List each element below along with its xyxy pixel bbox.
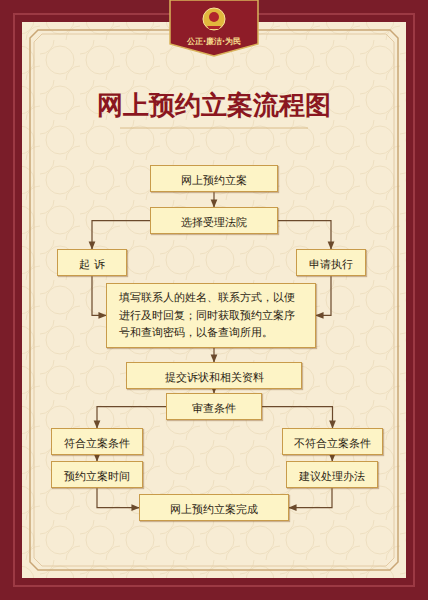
process-box: 网上预约立案完成 bbox=[139, 494, 289, 521]
ornament-pattern bbox=[22, 22, 406, 578]
emblem-base bbox=[207, 26, 221, 29]
box-text: 填写联系人的姓名、联系方式，以便进行及时回复；同时获取预约立案序号和查询密码，以… bbox=[119, 289, 303, 342]
flow-arrow bbox=[213, 348, 214, 362]
flow-arrow bbox=[278, 221, 331, 249]
box-text: 预约立案时间 bbox=[64, 470, 130, 484]
box-text: 审查条件 bbox=[192, 402, 236, 416]
box-text: 网上预约立案 bbox=[181, 174, 247, 188]
process-box: 网上预约立案 bbox=[150, 165, 278, 192]
box-text: 不符合立案条件 bbox=[294, 437, 371, 451]
inner-frame bbox=[30, 30, 398, 570]
process-box: 预约立案时间 bbox=[51, 461, 143, 488]
process-box: 起 诉 bbox=[57, 249, 127, 276]
process-box: 符合立案条件 bbox=[51, 428, 143, 455]
flow-arrow bbox=[97, 407, 166, 428]
box-text: 起 诉 bbox=[79, 258, 105, 272]
process-box: 申请执行 bbox=[296, 249, 366, 276]
title-rule bbox=[120, 128, 308, 129]
flow-arrow bbox=[262, 407, 333, 428]
process-box: 提交诉状和相关资料 bbox=[126, 362, 302, 389]
process-box: 审查条件 bbox=[166, 393, 262, 420]
box-text: 提交诉状和相关资料 bbox=[165, 371, 264, 385]
badge-motto: 公正·廉洁·为民 bbox=[0, 36, 428, 47]
title: 网上预约立案流程图 bbox=[0, 88, 428, 123]
inner-frame-thin bbox=[34, 34, 394, 566]
flow-arrow bbox=[92, 221, 150, 249]
box-text: 建议处理办法 bbox=[299, 470, 365, 484]
cream-panel bbox=[22, 22, 406, 578]
box-text: 网上预约立案完成 bbox=[170, 503, 258, 517]
badge bbox=[170, 0, 258, 56]
emblem-center bbox=[209, 12, 219, 22]
flow-arrow bbox=[289, 488, 332, 507]
box-text: 申请执行 bbox=[309, 258, 353, 272]
process-box: 填写联系人的姓名、联系方式，以便进行及时回复；同时获取预约立案序号和查询密码，以… bbox=[106, 283, 316, 348]
process-box: 选择受理法院 bbox=[150, 207, 278, 234]
process-box: 建议处理办法 bbox=[286, 461, 378, 488]
box-text: 选择受理法院 bbox=[181, 216, 247, 230]
flow-arrow bbox=[316, 276, 331, 315]
title-text: 网上预约立案流程图 bbox=[97, 90, 331, 120]
emblem bbox=[203, 8, 225, 30]
flow-arrow bbox=[213, 192, 214, 207]
box-text: 符合立案条件 bbox=[64, 437, 130, 451]
flow-arrow bbox=[97, 488, 139, 507]
flow-arrow bbox=[92, 276, 106, 315]
frame-line bbox=[14, 14, 414, 586]
label-text: 公正·廉洁·为民 bbox=[187, 37, 241, 46]
process-box: 不符合立案条件 bbox=[282, 428, 383, 455]
